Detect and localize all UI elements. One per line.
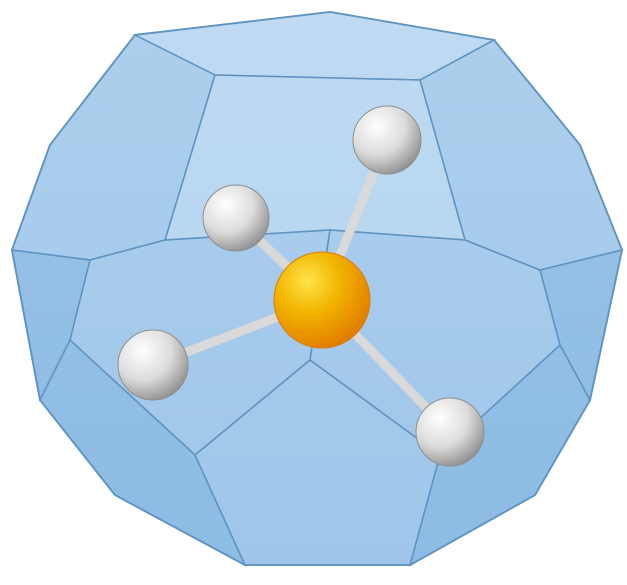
outer-atoms — [117, 105, 485, 467]
cage-face-bottom — [194, 359, 441, 566]
outer-atom-lower-right — [415, 397, 485, 467]
outer-atom-left — [117, 329, 189, 401]
outer-atom-upper-right — [352, 105, 422, 175]
central-atom — [273, 251, 371, 349]
outer-atom-upper-left — [202, 184, 270, 252]
